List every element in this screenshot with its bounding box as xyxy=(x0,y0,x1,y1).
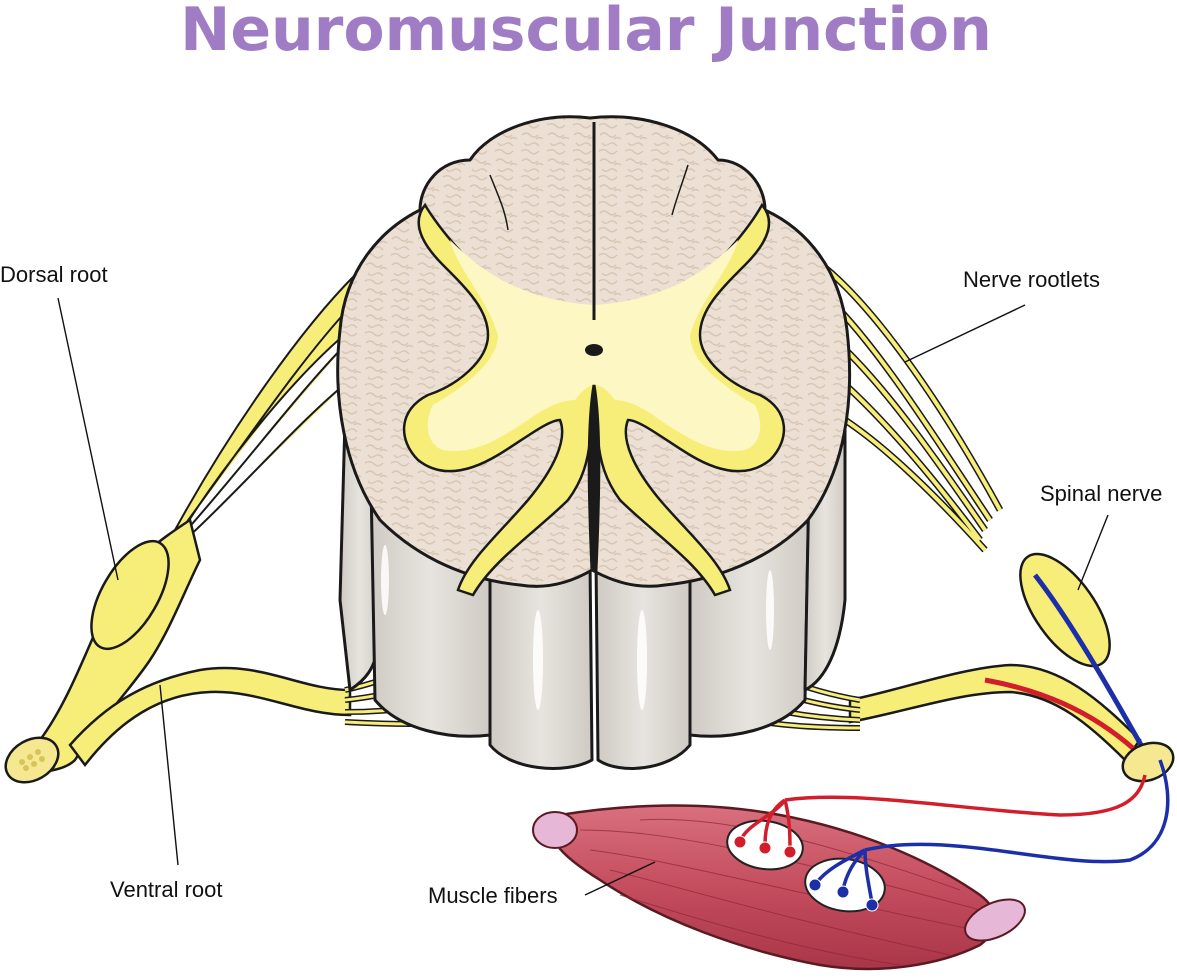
leader-muscle-fibers xyxy=(584,861,656,896)
label-muscle-fibers: Muscle fibers xyxy=(428,883,558,908)
muscle-tendon-left xyxy=(532,811,578,849)
label-spinal-nerve: Spinal nerve xyxy=(1040,481,1162,506)
left-nerve-roots xyxy=(4,272,492,784)
muscle-tendon-right xyxy=(964,898,1026,942)
labels: Dorsal root Ventral root Nerve rootlets … xyxy=(0,262,1162,908)
motor-end-plates xyxy=(726,759,1170,913)
motor-axon-red xyxy=(738,774,1147,851)
right-nerve-roots xyxy=(698,257,1175,783)
anterior-median-fissure xyxy=(587,384,601,572)
label-dorsal-root: Dorsal root xyxy=(0,262,108,287)
right-nerve-cut-end xyxy=(1121,741,1175,783)
leader-dorsal-root xyxy=(57,297,119,581)
central-canal xyxy=(585,344,603,356)
left-ventral-root xyxy=(68,666,352,768)
diagram-title: Neuromuscular Junction xyxy=(180,0,992,65)
leader-spinal-nerve xyxy=(1077,514,1109,591)
label-nerve-rootlets: Nerve rootlets xyxy=(963,267,1100,292)
left-dorsal-rootlets xyxy=(164,272,357,561)
leader-nerve-rootlets xyxy=(904,304,1026,363)
left-nerve-cut-end xyxy=(4,736,60,784)
right-dorsal-ganglion xyxy=(1019,552,1111,668)
left-dorsal-ganglion xyxy=(90,539,170,651)
motor-fiber-in-nerve xyxy=(984,677,1137,752)
right-ventral-root xyxy=(848,663,1142,762)
label-ventral-root: Ventral root xyxy=(110,877,223,902)
leader-ventral-root xyxy=(159,684,179,866)
motor-axon-blue xyxy=(813,759,1170,904)
sensory-fiber-in-nerve xyxy=(1033,573,1148,754)
